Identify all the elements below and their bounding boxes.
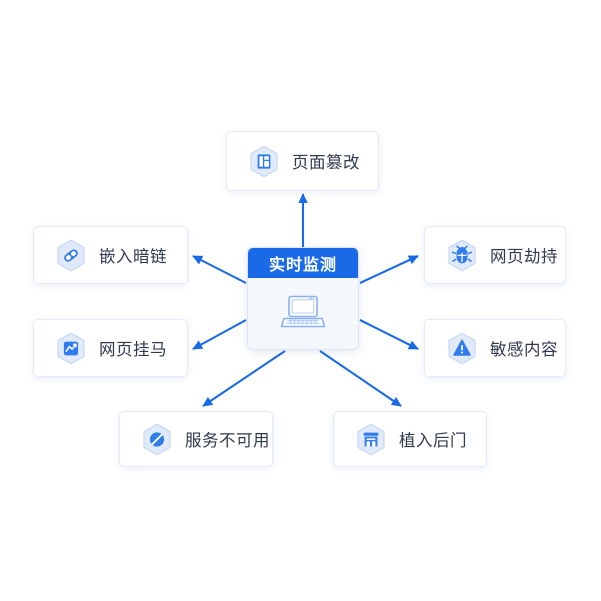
warning-triangle-icon [447, 332, 477, 365]
chart-trend-icon [56, 332, 86, 365]
center-node-realtime-monitoring[interactable]: 实时监测 [247, 247, 359, 350]
node-web-hijack[interactable]: 网页劫持 [424, 226, 566, 284]
node-sensitive-content[interactable]: 敏感内容 [424, 319, 566, 377]
node-embedded-dark-link[interactable]: 嵌入暗链 [33, 226, 188, 284]
center-node-header: 实时监测 [248, 248, 358, 278]
edge-to-web-hijack [359, 255, 419, 284]
node-label: 网页挂马 [99, 341, 167, 359]
node-label: 页面篡改 [292, 154, 360, 172]
page-layout-icon [249, 145, 279, 178]
link-icon [56, 239, 86, 272]
node-label: 植入后门 [399, 432, 467, 450]
center-node-title: 实时监测 [268, 257, 337, 274]
edge-to-service-unavailable [202, 350, 286, 407]
edge-to-implanted-backdoor [319, 350, 402, 407]
center-node-body [248, 278, 358, 349]
node-label: 网页劫持 [490, 248, 558, 266]
door-gate-icon [356, 423, 386, 456]
node-service-unavailable[interactable]: 服务不可用 [119, 411, 273, 467]
laptop-icon [280, 293, 326, 336]
node-implanted-backdoor[interactable]: 植入后门 [333, 411, 487, 467]
node-page-tamper[interactable]: 页面篡改 [226, 131, 379, 191]
edge-to-embedded-dark-link [192, 255, 247, 284]
edge-to-sensitive-content [359, 319, 419, 350]
node-web-trojan[interactable]: 网页挂马 [33, 319, 188, 377]
node-label: 敏感内容 [490, 341, 558, 359]
node-label: 嵌入暗链 [99, 248, 167, 266]
edge-to-web-trojan [192, 319, 247, 350]
node-label: 服务不可用 [185, 432, 270, 450]
prohibited-icon [142, 423, 172, 456]
bug-icon [447, 239, 477, 272]
